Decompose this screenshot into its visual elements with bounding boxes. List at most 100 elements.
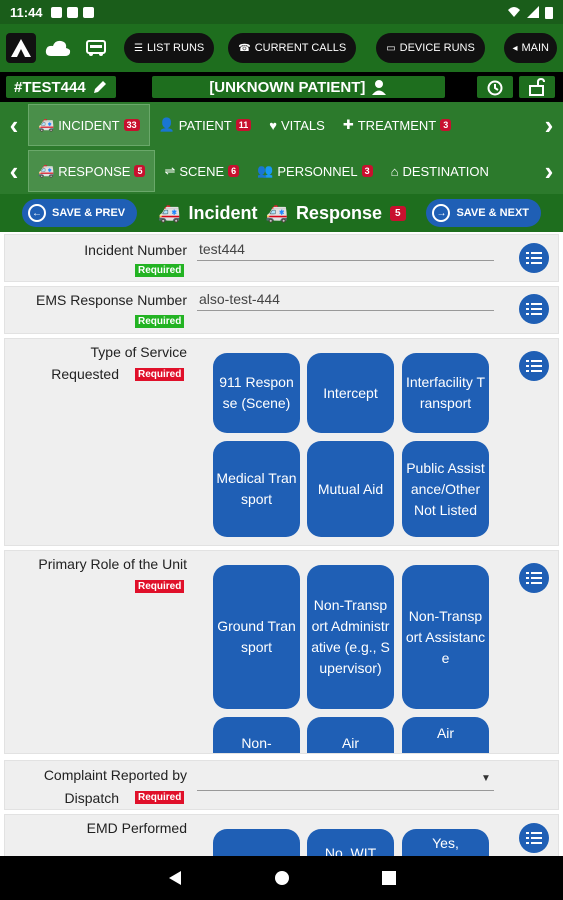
option-no-with[interactable]: No, WIT bbox=[307, 829, 394, 856]
tab-label: RESPONSE bbox=[58, 163, 131, 179]
phone-icon: ☎ bbox=[238, 42, 251, 54]
option-non-transport-administrative[interactable]: Non-Transport Administrative (e.g., Supe… bbox=[307, 565, 394, 709]
nav-left-arrow-icon[interactable]: ‹ bbox=[9, 155, 19, 186]
field-label: Incident Number bbox=[84, 242, 187, 258]
complaint-dropdown[interactable] bbox=[197, 769, 494, 791]
run-id-chip[interactable]: #TEST444 bbox=[6, 76, 116, 98]
lock-button[interactable] bbox=[519, 76, 555, 98]
road-sign-icon: ⇌ bbox=[164, 163, 176, 178]
list-options-button[interactable] bbox=[519, 823, 549, 853]
main-label: MAIN bbox=[521, 42, 550, 54]
section-title: 🚑 Incident 🚑 Response 5 bbox=[137, 203, 426, 224]
tab-label: SCENE bbox=[179, 163, 225, 179]
app-logo[interactable] bbox=[6, 33, 36, 63]
field-primary-role: Primary Role of the Unit Required Ground… bbox=[4, 550, 559, 754]
nav-right-arrow-icon[interactable]: › bbox=[544, 155, 554, 186]
list-runs-button[interactable]: ☰ LIST RUNS bbox=[124, 33, 215, 63]
option-medical-transport[interactable]: Medical Transport bbox=[213, 441, 300, 537]
required-badge: Required bbox=[135, 580, 185, 593]
subsection-name: Response bbox=[295, 202, 382, 223]
tab-incident[interactable]: 🚑 INCIDENT 33 bbox=[28, 104, 150, 146]
ambulance-icon: 🚑 bbox=[38, 163, 55, 178]
list-options-button[interactable] bbox=[519, 294, 549, 324]
option-emd[interactable] bbox=[213, 829, 300, 856]
incident-number-input[interactable]: test444 bbox=[197, 239, 494, 261]
count-badge: 3 bbox=[440, 119, 452, 131]
option-air[interactable]: Air bbox=[307, 717, 394, 753]
list-icon: ☰ bbox=[134, 42, 143, 54]
ems-response-number-input[interactable]: also-test-444 bbox=[197, 289, 494, 311]
back-icon[interactable] bbox=[168, 870, 182, 886]
hospital-icon: ⌂ bbox=[390, 163, 399, 179]
tab-label: PATIENT bbox=[178, 117, 232, 133]
ambulance-icon[interactable] bbox=[80, 33, 112, 63]
battery-icon bbox=[545, 6, 553, 19]
alarm-button[interactable] bbox=[477, 76, 513, 98]
required-badge: Required bbox=[135, 264, 185, 277]
tab-personnel[interactable]: 👥 PERSONNEL 3 bbox=[248, 148, 381, 194]
option-public-assistance[interactable]: Public Assistance/Other Not Listed bbox=[402, 441, 489, 537]
field-label: Complaint Reported by bbox=[43, 767, 187, 783]
tab-treatment[interactable]: ✚ TREATMENT 3 bbox=[334, 102, 460, 148]
record-bar: #TEST444 [UNKNOWN PATIENT] bbox=[0, 72, 563, 102]
count-badge: 5 bbox=[134, 165, 146, 177]
list-icon bbox=[526, 303, 542, 315]
tab-vitals[interactable]: ♥ VITALS bbox=[260, 102, 334, 148]
option-yes[interactable]: Yes, bbox=[402, 829, 489, 856]
field-label: EMS Response Number bbox=[36, 292, 187, 308]
dropdown-arrow-icon[interactable]: ▼ bbox=[481, 773, 491, 784]
option-non[interactable]: Non- bbox=[213, 717, 300, 753]
form-area: Incident Number Required test444 EMS Res… bbox=[0, 232, 563, 856]
list-options-button[interactable] bbox=[519, 243, 549, 273]
option-interfacility-transport[interactable]: Interfacility Transport bbox=[402, 353, 489, 433]
recents-icon[interactable] bbox=[381, 871, 396, 885]
option-ground-transport[interactable]: Ground Transport bbox=[213, 565, 300, 709]
option-intercept[interactable]: Intercept bbox=[307, 353, 394, 433]
nav-right-arrow-icon[interactable]: › bbox=[544, 109, 554, 140]
save-next-button[interactable]: → SAVE & NEXT bbox=[426, 199, 541, 227]
cloud-icon[interactable] bbox=[42, 33, 74, 63]
field-label: Requested bbox=[51, 366, 119, 382]
status-time: 11:44 bbox=[10, 4, 43, 20]
list-runs-label: LIST RUNS bbox=[146, 42, 205, 54]
list-icon bbox=[526, 572, 542, 584]
required-badge: Required bbox=[135, 791, 185, 804]
tab-scene[interactable]: ⇌ SCENE 6 bbox=[155, 148, 248, 194]
count-badge: 33 bbox=[123, 119, 140, 131]
tab-label: DESTINATION bbox=[402, 163, 489, 179]
list-icon bbox=[526, 252, 542, 264]
ambulance-icon: 🚑 bbox=[265, 202, 288, 223]
heartbeat-icon: ♥ bbox=[269, 117, 277, 133]
home-icon[interactable] bbox=[274, 870, 290, 886]
tab-destination[interactable]: ⌂ DESTINATION bbox=[382, 148, 498, 194]
nav-left-arrow-icon[interactable]: ‹ bbox=[9, 109, 19, 140]
save-prev-button[interactable]: ← SAVE & PREV bbox=[22, 199, 138, 227]
option-air[interactable]: Air bbox=[402, 717, 489, 753]
list-options-button[interactable] bbox=[519, 563, 549, 593]
tab-response[interactable]: 🚑 RESPONSE 5 bbox=[28, 150, 156, 192]
required-badge: Required bbox=[135, 315, 185, 328]
current-calls-label: CURRENT CALLS bbox=[254, 42, 347, 54]
unlock-icon bbox=[529, 78, 545, 96]
tab-patient[interactable]: 👤 PATIENT 11 bbox=[150, 102, 261, 148]
field-incident-number: Incident Number Required test444 bbox=[4, 234, 559, 282]
notification-icon bbox=[82, 6, 94, 18]
device-runs-button[interactable]: ▭ DEVICE RUNS bbox=[376, 33, 485, 63]
pencil-icon bbox=[93, 81, 106, 93]
field-emd-performed: EMD Performed No, WIT Yes, bbox=[4, 814, 559, 856]
list-icon bbox=[526, 360, 542, 372]
action-bar: ← SAVE & PREV 🚑 Incident 🚑 Response 5 → … bbox=[0, 194, 563, 232]
field-ems-response-number: EMS Response Number Required also-test-4… bbox=[4, 286, 559, 334]
option-mutual-aid[interactable]: Mutual Aid bbox=[307, 441, 394, 537]
people-icon: 👥 bbox=[257, 163, 274, 178]
patient-chip[interactable]: [UNKNOWN PATIENT] bbox=[151, 76, 445, 98]
status-bar: 11:44 bbox=[0, 0, 563, 24]
current-calls-button[interactable]: ☎ CURRENT CALLS bbox=[228, 33, 357, 63]
option-911-response[interactable]: 911 Response (Scene) bbox=[213, 353, 300, 433]
save-prev-label: SAVE & PREV bbox=[52, 207, 126, 219]
subsection-nav: ‹ 🚑 RESPONSE 5 ⇌ SCENE 6 👥 PERSONNEL 3 ⌂… bbox=[0, 148, 563, 194]
option-non-transport-assistance[interactable]: Non-Transport Assistance bbox=[402, 565, 489, 709]
list-icon bbox=[526, 832, 542, 844]
main-button[interactable]: ◂ MAIN bbox=[504, 33, 557, 63]
list-options-button[interactable] bbox=[519, 351, 549, 381]
